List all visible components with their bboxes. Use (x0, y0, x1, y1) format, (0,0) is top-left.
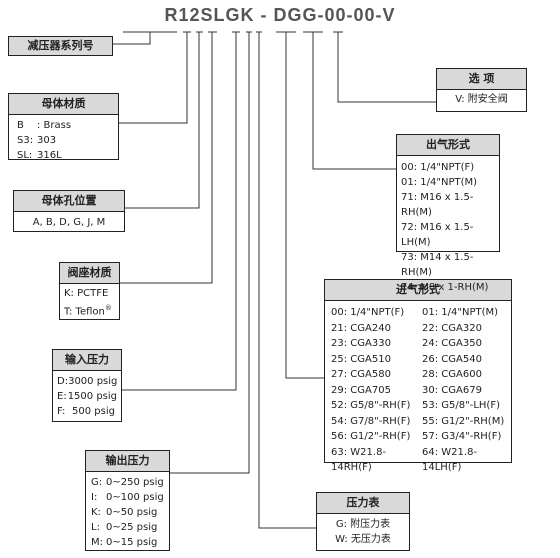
inlet-form-item: 27: CGA580 (331, 369, 391, 380)
body-material-item: S3:303 (17, 135, 57, 146)
seat-material-box: 阀座材质 K: PCTFE T: Teflon® (59, 262, 120, 320)
outlet-form-item: 01: 1/4"NPT(M) (401, 177, 478, 188)
outlet-pressure-item: K:0~50 psig (91, 507, 158, 518)
inlet-form-item: 00: 1/4"NPT(F) (331, 307, 405, 318)
option-box: 选 项 V: 附安全阀 (436, 68, 527, 112)
inlet-form-item: 30: CGA679 (422, 384, 482, 396)
inlet-form-item: 63: W21.8-14RH(F) (331, 446, 387, 474)
gauge-box: 压力表 G: 附压力表 W: 无压力表 (316, 492, 410, 551)
seat-material-item: K: PCTFE (64, 288, 109, 299)
option-title: 选 项 (437, 69, 526, 90)
outlet-form-item: 73: M14 x 1.5-RH(M) (401, 252, 474, 278)
inlet-pressure-title: 输入压力 (53, 350, 121, 371)
outlet-form-item: 71: M16 x 1.5-RH(M) (401, 192, 474, 218)
body-port-title: 母体孔位置 (14, 191, 124, 212)
inlet-form-item: 28: CGA600 (422, 369, 482, 380)
inlet-form-item: 01: 1/4"NPT(M) (422, 307, 499, 318)
inlet-pressure-item: D:3000 psig (57, 376, 118, 387)
body-material-item: B: Brass (17, 120, 72, 131)
body-material-title: 母体材质 (9, 94, 118, 115)
body-material-item: SL:316L (17, 150, 62, 161)
inlet-form-item: 53: G5/8"-LH(F) (422, 400, 500, 411)
inlet-form-title: 进气形式 (325, 280, 511, 301)
outlet-pressure-box: 输出压力 G:0~250 psig I:0~100 psig K:0~50 ps… (85, 450, 170, 551)
seat-material-item: T: Teflon® (64, 304, 112, 318)
option-value: V: 附安全阀 (455, 94, 508, 105)
outlet-pressure-item: I:0~100 psig (91, 492, 164, 503)
series-title: 减压器系列号 (9, 37, 112, 55)
inlet-form-box: 进气形式 00: 1/4"NPT(F) 01: 1/4"NPT(M) 21: C… (324, 279, 512, 473)
body-material-box: 母体材质 B: Brass S3:303 SL:316L (8, 93, 119, 161)
inlet-pressure-item: E:1500 psig (57, 391, 117, 402)
outlet-pressure-title: 输出压力 (86, 451, 169, 472)
body-port-box: 母体孔位置 A, B, D, G, J, M (13, 190, 125, 232)
outlet-pressure-item: L:0~25 psig (91, 522, 158, 533)
inlet-form-item: 22: CGA320 (422, 322, 482, 334)
gauge-title: 压力表 (317, 493, 409, 514)
inlet-form-item: 21: CGA240 (331, 322, 391, 334)
outlet-pressure-item: G:0~250 psig (91, 477, 164, 488)
inlet-form-item: 55: G1/2"-RH(M) (422, 415, 505, 427)
inlet-form-item: 64: W21.8-14LH(F) (422, 446, 478, 474)
inlet-form-item: 54: G7/8"-RH(F) (331, 415, 411, 427)
gauge-item: W: 无压力表 (335, 534, 391, 545)
inlet-form-item: 52: G5/8"-RH(F) (331, 400, 411, 411)
inlet-form-item: 25: CGA510 (331, 353, 391, 365)
inlet-pressure-box: 输入压力 D:3000 psig E:1500 psig F:500 psig (52, 349, 122, 422)
gauge-item: G: 附压力表 (335, 519, 391, 530)
inlet-form-item: 57: G3/4"-RH(F) (422, 431, 502, 442)
inlet-form-item: 29: CGA705 (331, 384, 391, 396)
outlet-form-item: 72: M16 x 1.5-LH(M) (401, 222, 474, 248)
inlet-form-item: 26: CGA540 (422, 353, 482, 365)
model-code: R12SLGK - DGG-00-00-V (164, 5, 396, 25)
seat-material-title: 阀座材质 (60, 263, 119, 284)
outlet-pressure-item: M:0~15 psig (91, 537, 158, 548)
body-port-value: A, B, D, G, J, M (32, 217, 106, 228)
inlet-pressure-item: F:500 psig (57, 406, 115, 417)
outlet-form-title: 出气形式 (397, 135, 499, 156)
outlet-form-box: 出气形式 00: 1/4"NPT(F) 01: 1/4"NPT(M) 71: M… (396, 134, 500, 293)
outlet-form-item: 74: M8 x 1-RH(M) (401, 282, 489, 293)
inlet-form-item: 23: CGA330 (331, 338, 391, 349)
inlet-form-item: 56: G1/2"-RH(F) (331, 431, 411, 442)
outlet-form-item: 00: 1/4"NPT(F) (401, 162, 475, 173)
series-box: 减压器系列号 (8, 36, 113, 56)
inlet-form-item: 24: CGA350 (422, 338, 482, 349)
